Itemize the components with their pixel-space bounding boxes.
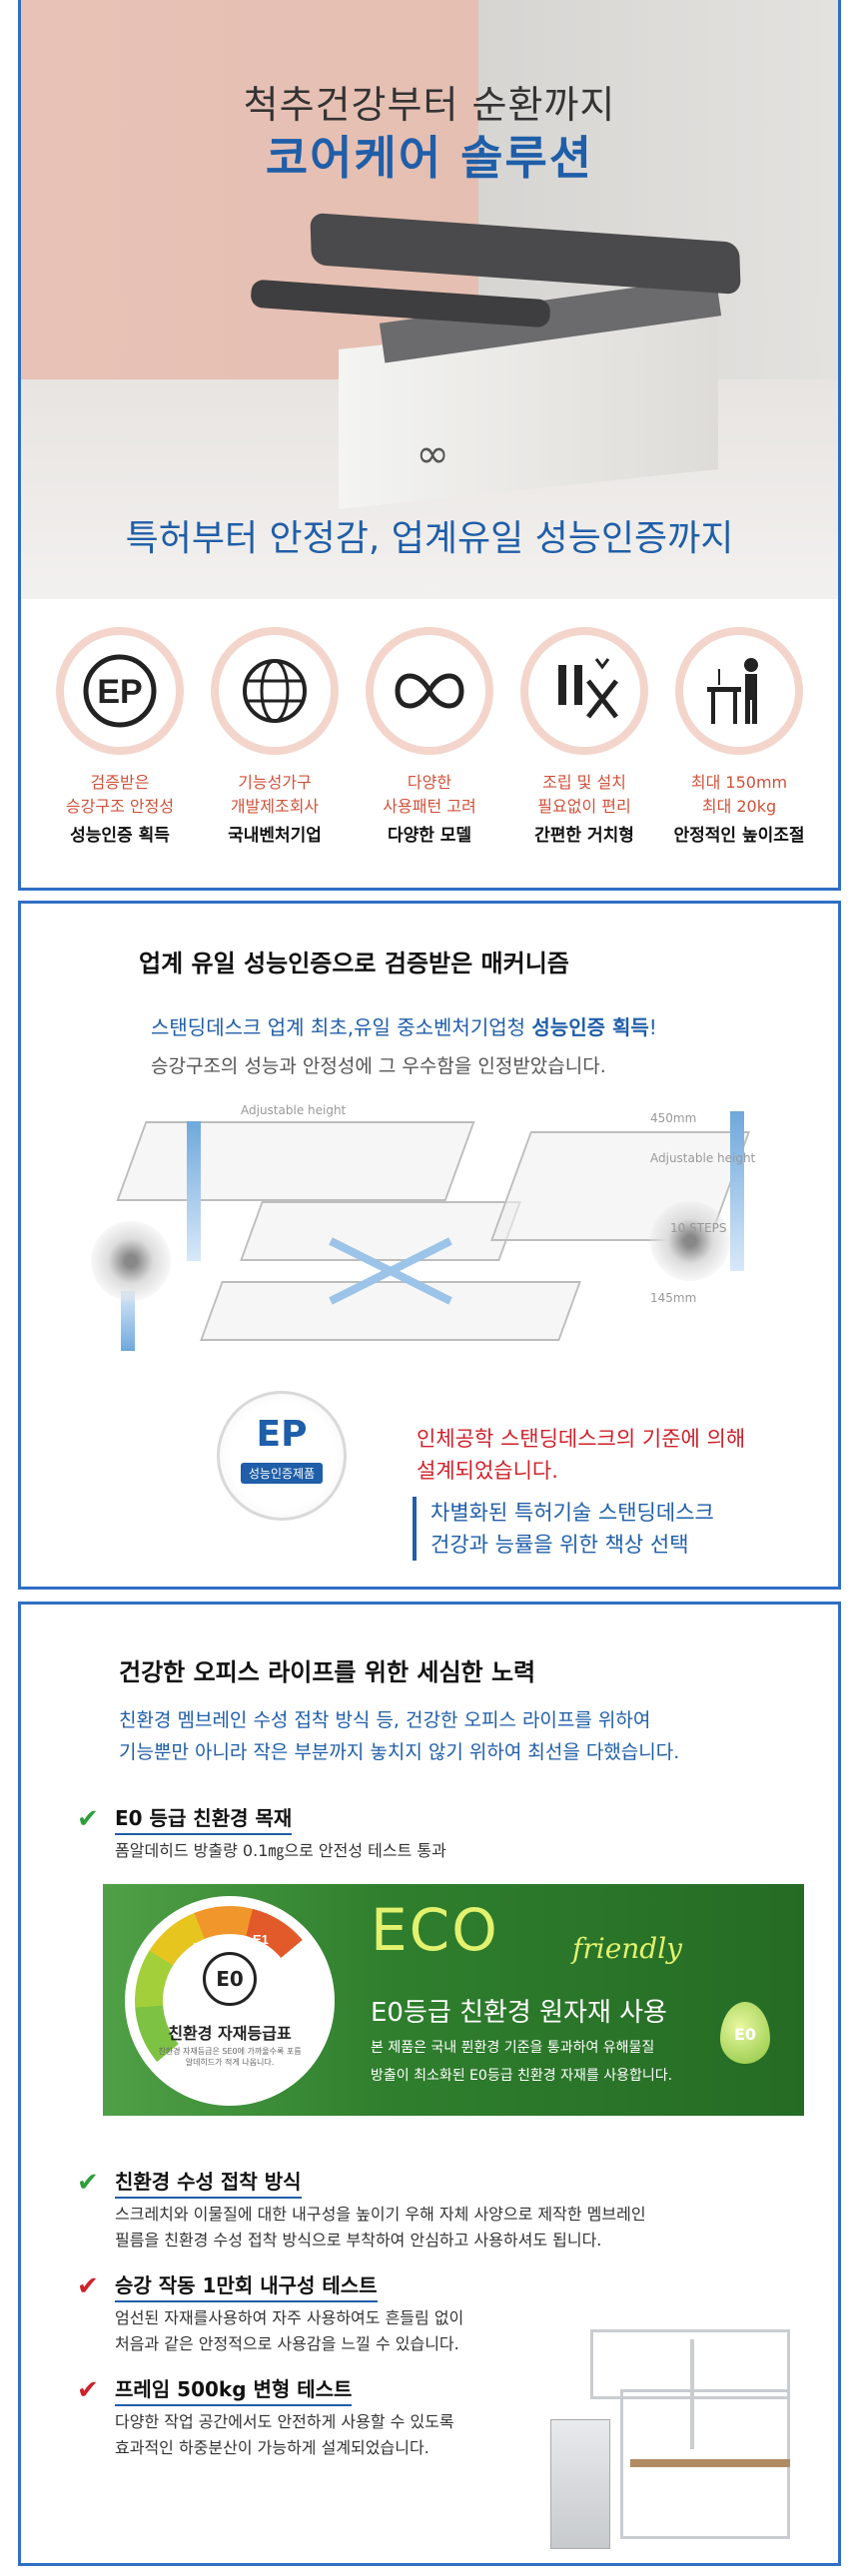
hero-image: 척추건강부터 순환까지 코어케어 솔루션 ∞ 특허부터 안정감, 업계유일 성능…: [21, 0, 838, 599]
gauge-label: 친환경 자재등급표: [168, 2024, 292, 2043]
check-icon: ✔: [77, 1804, 99, 1834]
gauge-scale-label: E0: [193, 1940, 209, 1955]
gauge-scale-label: E2: [275, 1964, 291, 1979]
joint-zoom-left: [91, 1221, 171, 1301]
ep-logo-icon: EP: [256, 1414, 308, 1455]
brand-logo-icon: ∞: [416, 431, 449, 477]
check-icon: ✔: [77, 2375, 99, 2405]
machine-desk-beam: [630, 2459, 790, 2467]
eco-grade-gauge: SE0 E0 E1 E2 E0 친환경 자재등급표 친환경 자재등급은 SE0에…: [125, 1896, 335, 2106]
no-tools-icon: [520, 627, 648, 755]
diagram-label: 450mm: [650, 1111, 697, 1125]
infinity-pattern-icon: [366, 627, 493, 755]
ep-certification-icon: EP: [56, 627, 184, 755]
certification-badge: EP 성능인증제품: [217, 1391, 347, 1521]
section-title: 건강한 오피스 라이프를 위한 세심한 노력: [119, 1658, 536, 1686]
height-arrow-icon: [187, 1121, 201, 1261]
diagram-label: 145mm: [650, 1291, 697, 1305]
gauge-scale-label: E1: [253, 1932, 269, 1947]
desk-plate-upper: [116, 1121, 475, 1201]
diagram-label: Adjustable height: [650, 1151, 756, 1165]
lift-mechanism-icon: [329, 1237, 452, 1305]
feature-title: 국내벤처기업: [228, 826, 322, 846]
gauge-scale-labels: SE0 E0 E1 E2: [173, 1932, 291, 1995]
eco-panel: 건강한 오피스 라이프를 위한 세심한 노력 친환경 멤브레인 수성 접착 방식…: [18, 1602, 841, 2566]
eco-headline: E0등급 친환경 원자재 사용: [371, 1998, 667, 2028]
section-title: 업계 유일 성능인증으로 검증받은 매커니즘: [139, 950, 569, 977]
person-desk-icon: [675, 627, 803, 755]
down-arrow-icon: [121, 1291, 135, 1351]
test-machine-image: [550, 2319, 800, 2555]
globe-factory-icon: [211, 627, 339, 755]
feature-title: 간편한 거치형: [534, 826, 634, 846]
hero-tagline: 특허부터 안정감, 업계유일 성능인증까지: [125, 518, 734, 559]
badge-label: 성능인증제품: [240, 1463, 324, 1484]
item-title: E0 등급 친환경 목재: [115, 1802, 293, 1835]
friendly-word: friendly: [572, 1932, 683, 1965]
joint-zoom-right: [650, 1201, 730, 1281]
feature-title: 안정적인 높이조절: [673, 826, 805, 846]
hero-panel: 척추건강부터 순환까지 코어케어 솔루션 ∞ 특허부터 안정감, 업계유일 성능…: [18, 0, 841, 891]
svg-text:EP: EP: [97, 673, 142, 711]
hero-headline-1: 척추건강부터 순환까지: [243, 83, 616, 127]
gauge-center: E0: [203, 1952, 257, 2006]
eco-banner: SE0 E0 E1 E2 E0 친환경 자재등급표 친환경 자재등급은 SE0에…: [103, 1884, 804, 2116]
item-title: 프레임 500kg 변형 테스트: [115, 2373, 353, 2406]
check-icon: ✔: [77, 2271, 99, 2301]
feature-title: 다양한 모델: [387, 826, 472, 846]
gauge-scale-label: SE0: [173, 1980, 198, 1995]
hero-headline-2: 코어케어 솔루션: [265, 131, 594, 185]
height-arrow-icon: [730, 1111, 744, 1271]
machine-cabinet: [550, 2419, 610, 2549]
diagram-label: 10 STEPS: [670, 1221, 727, 1235]
section-sub: 승강구조의 성능과 안정성에 그 우수함을 인정받았습니다.: [151, 1055, 606, 1077]
eco-drop-icon: E0: [720, 2002, 770, 2064]
gauge-note: 친환경 자재등급은 SE0에 가까울수록 포름알데히드가 적게 나옵니다.: [158, 2047, 302, 2067]
item-desc: 폼알데히드 방출량 0.1㎎으로 안전성 테스트 통과: [115, 1841, 446, 1860]
certification-panel: 업계 유일 성능인증으로 검증받은 매커니즘 스탠딩데스크 업계 최초,유일 중…: [18, 901, 841, 1590]
item-title: 친환경 수성 접착 방식: [115, 2166, 302, 2199]
diagram-label: Adjustable height: [241, 1103, 347, 1117]
eco-word: ECO: [371, 1896, 499, 1964]
item-title: 승강 작동 1만회 내구성 테스트: [115, 2269, 378, 2302]
desk-top: [310, 212, 741, 296]
check-icon: ✔: [77, 2168, 99, 2198]
feature-title: 성능인증 획득: [70, 826, 170, 846]
machine-rod: [690, 2339, 694, 2449]
desk-height-diagram: Adjustable height 450mm Adjustable heigh…: [91, 1091, 790, 1391]
section-lead: 스탠딩데스크 업계 최초,유일 중소벤처기업청 성능인증 획득!: [151, 1015, 657, 1039]
item-desc: 스크레치와 이물질에 대한 내구성을 높이기 우해 자체 사양으로 제작한 멤브…: [115, 2205, 646, 2250]
